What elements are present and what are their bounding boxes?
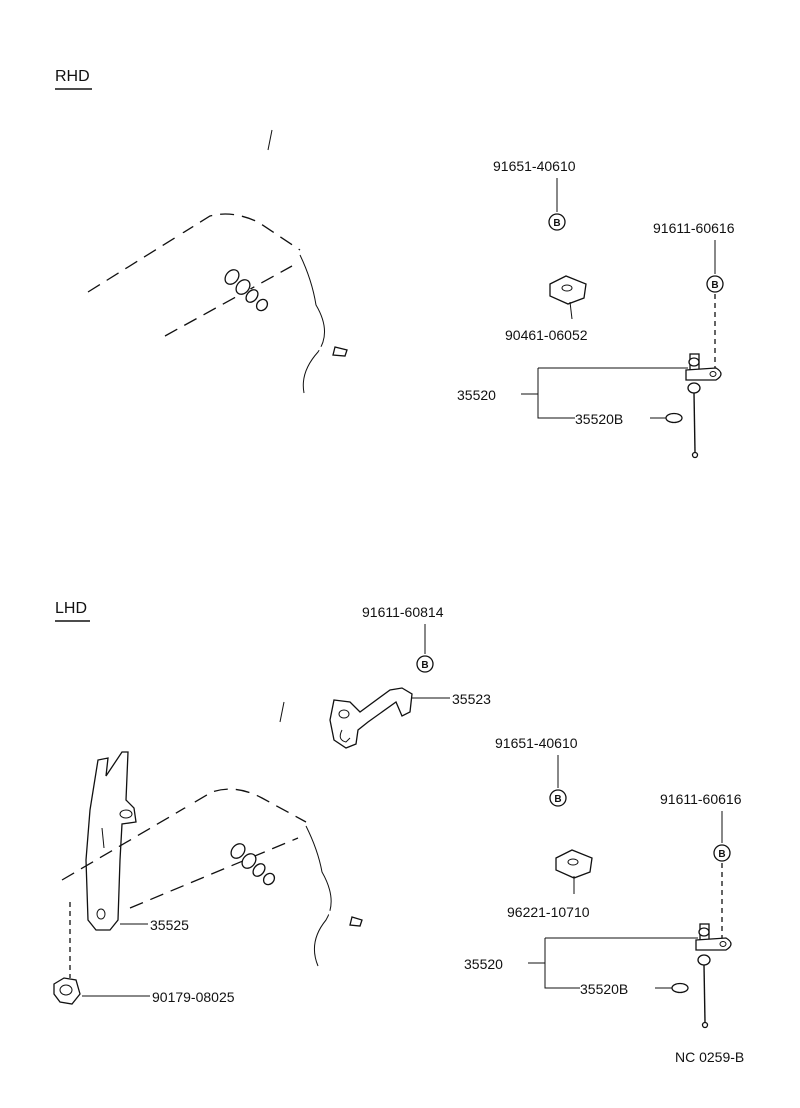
rhd-cable-label: 35520 xyxy=(457,387,496,403)
lhd-clamp-label: 91651-40610 xyxy=(495,735,578,751)
lhd-top-bolt-label: 91611-60814 xyxy=(362,604,444,620)
rhd-cable xyxy=(148,129,722,459)
rhd-body-outline xyxy=(87,213,325,394)
lhd-section: LHD 91611-60814 B 35523 35525 xyxy=(53,600,742,1029)
lhd-clip-label: 96221-10710 xyxy=(507,904,590,920)
lhd-lever-label: 35523 xyxy=(452,691,491,707)
rhd-label: RHD xyxy=(55,68,90,85)
lhd-right-bolt-icon: B xyxy=(713,844,731,862)
svg-text:B: B xyxy=(553,218,560,229)
rhd-clip xyxy=(549,275,587,320)
rhd-clip-label: 90461-06052 xyxy=(505,327,588,343)
rhd-cable-end-ring xyxy=(665,412,683,424)
svg-text:B: B xyxy=(421,660,428,671)
lhd-bracket-label: 35525 xyxy=(150,917,189,933)
lhd-body-outline xyxy=(61,788,332,967)
lhd-clamp-bolt-icon: B xyxy=(549,789,567,807)
lhd-grommet xyxy=(53,977,150,1005)
lhd-cable-end-ring xyxy=(671,982,689,994)
lhd-grommet-label: 90179-08025 xyxy=(152,989,235,1005)
rhd-bolt-label: 91611-60616 xyxy=(653,220,735,236)
svg-text:B: B xyxy=(711,280,718,291)
rhd-cable-end-label: 35520B xyxy=(575,411,623,427)
lhd-cable xyxy=(152,700,732,1029)
lhd-top-bolt-icon: B xyxy=(416,655,434,673)
lhd-cable-label: 35520 xyxy=(464,956,503,972)
rhd-clamp-label: 91651-40610 xyxy=(493,158,576,174)
svg-text:B: B xyxy=(718,849,725,860)
lhd-clip xyxy=(555,849,593,894)
rhd-section: RHD xyxy=(55,68,735,459)
lhd-label: LHD xyxy=(55,600,87,617)
lhd-lever xyxy=(329,687,450,749)
rhd-clamp-bolt-icon: B xyxy=(548,213,566,231)
svg-text:B: B xyxy=(554,794,561,805)
rhd-right-bolt-icon: B xyxy=(706,275,724,293)
lhd-bolt-label: 91611-60616 xyxy=(660,791,742,807)
drawing-code: NC 0259-B xyxy=(675,1049,744,1065)
lhd-bracket xyxy=(85,751,148,931)
lhd-cable-end-label: 35520B xyxy=(580,981,628,997)
